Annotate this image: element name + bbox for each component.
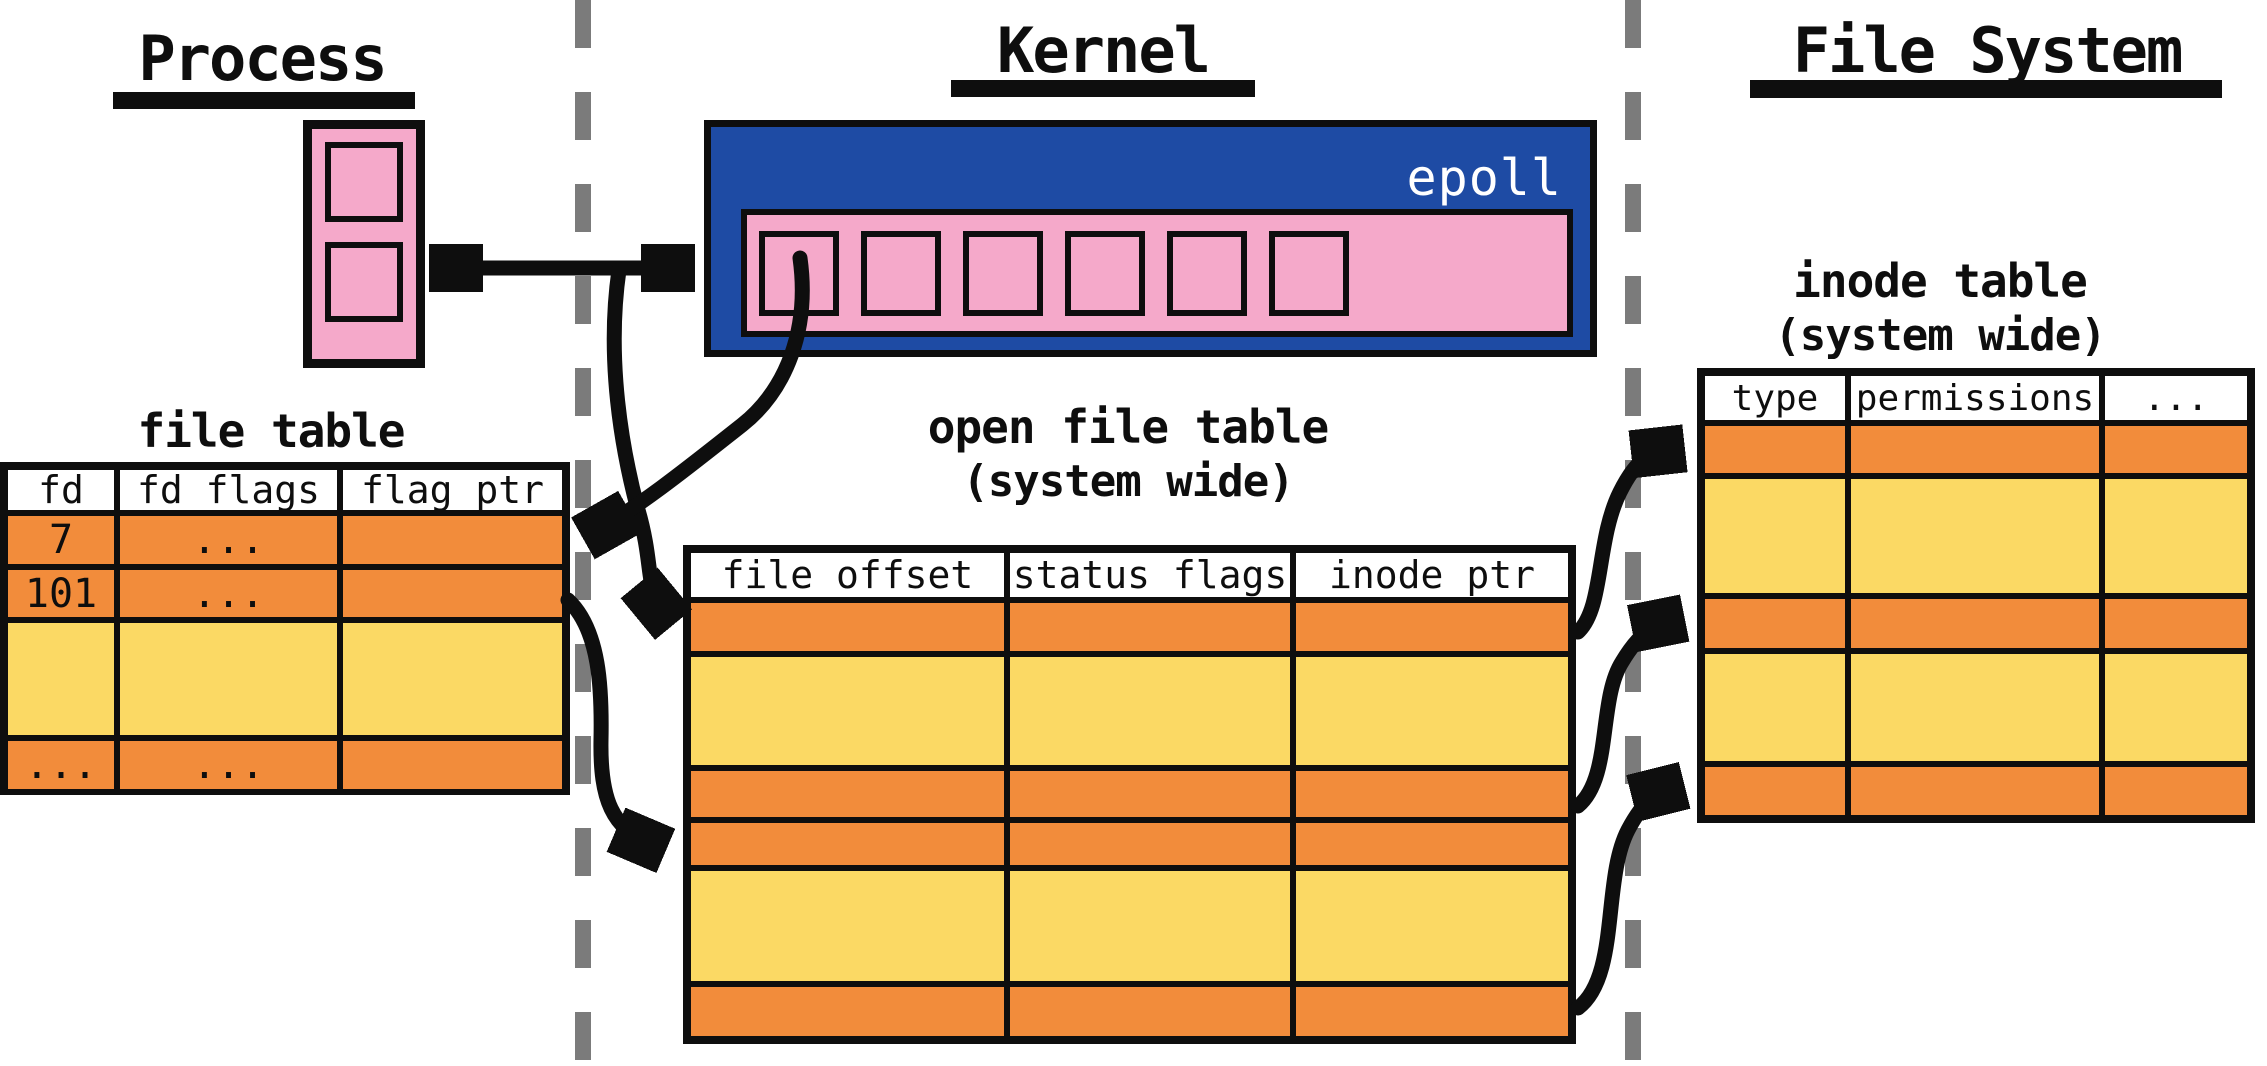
epoll-box: epoll [704, 120, 1597, 357]
arrow-epoll-to-open-file-row1 [606, 262, 664, 613]
table-cell [1010, 603, 1290, 651]
table-cell: ... [120, 516, 337, 564]
file-table-title: file table [137, 404, 406, 458]
table-cell [343, 516, 562, 564]
table-cell [691, 603, 1004, 651]
table-cell [343, 570, 562, 617]
table-cell [2105, 479, 2247, 593]
column-header: fd [8, 470, 114, 510]
table-cell [8, 623, 114, 735]
column-header: flag ptr [343, 470, 562, 510]
table-cell [691, 823, 1004, 865]
epoll-slot [861, 230, 941, 316]
table-cell: ... [8, 741, 114, 789]
table-cell [2105, 599, 2247, 648]
epoll-slot [963, 230, 1043, 316]
column-header: fd flags [120, 470, 337, 510]
table-cell [1851, 654, 2099, 761]
epoll-slot [1167, 230, 1247, 316]
file-table: fd fd flags flag ptr 7 ... 101 ... ... .… [0, 462, 570, 795]
section-title-process: Process [138, 22, 387, 95]
epoll-slot [1065, 230, 1145, 316]
inode-table-subtitle: (system wide) [1774, 310, 2106, 361]
section-title-file-system: File System [1792, 14, 2184, 87]
process-fd-box [303, 120, 425, 368]
arrow-open-file-row4-to-inode-row3 [1570, 621, 1670, 814]
inode-table-title: inode table [1793, 254, 2088, 308]
process-fd-slot [325, 242, 403, 322]
divider-kernel-filesystem [1625, 0, 1641, 1066]
epoll-slot [759, 230, 839, 316]
table-cell [1296, 771, 1568, 817]
table-cell: ... [120, 741, 337, 789]
table-cell [1010, 987, 1290, 1036]
table-cell [1296, 871, 1568, 981]
filesystem-title-underline [1750, 80, 2222, 98]
table-cell [1010, 823, 1290, 865]
table-cell [1705, 654, 1845, 761]
column-header: file offset [691, 553, 1004, 597]
table-cell: 101 [8, 570, 114, 617]
column-header: permissions [1851, 376, 2099, 420]
table-cell [1851, 599, 2099, 648]
epoll-slot [1269, 230, 1349, 316]
divider-process-kernel [575, 0, 591, 1066]
table-cell [1851, 426, 2099, 473]
epoll-interest-list [741, 209, 1573, 337]
table-cell: ... [120, 570, 337, 617]
table-cell [120, 623, 337, 735]
column-header: inode ptr [1296, 553, 1568, 597]
table-cell [1296, 657, 1568, 765]
table-cell [1851, 767, 2099, 815]
table-cell: 7 [8, 516, 114, 564]
open-file-table-title: open file table [927, 400, 1329, 454]
arrow-open-file-row6-to-inode-row5 [1570, 789, 1670, 1016]
table-cell [691, 657, 1004, 765]
inode-table: type permissions ... [1697, 368, 2255, 823]
table-cell [1296, 603, 1568, 651]
column-header: type [1705, 376, 1845, 420]
column-header: ... [2105, 376, 2247, 420]
table-cell [1010, 657, 1290, 765]
process-title-underline [113, 92, 415, 109]
kernel-title-underline [951, 80, 1255, 97]
table-cell [2105, 654, 2247, 761]
table-cell [1851, 479, 2099, 593]
table-cell [1705, 767, 1845, 815]
table-cell [691, 871, 1004, 981]
table-cell [343, 741, 562, 789]
open-file-table-subtitle: (system wide) [962, 456, 1294, 507]
epoll-label: epoll [1406, 149, 1562, 207]
table-cell [2105, 767, 2247, 815]
table-cell [1296, 823, 1568, 865]
section-title-kernel: Kernel [997, 14, 1211, 87]
table-cell [691, 987, 1004, 1036]
column-header: status flags [1010, 553, 1290, 597]
table-cell [2105, 426, 2247, 473]
table-cell [1010, 871, 1290, 981]
open-file-table: file offset status flags inode ptr [683, 545, 1576, 1044]
table-cell [1705, 599, 1845, 648]
table-cell [691, 771, 1004, 817]
arrow-open-file-row1-to-inode-row1 [1570, 450, 1670, 640]
process-fd-slot [325, 142, 403, 222]
table-cell [343, 623, 562, 735]
table-cell [1705, 479, 1845, 593]
table-cell [1010, 771, 1290, 817]
table-cell [1705, 426, 1845, 473]
table-cell [1296, 987, 1568, 1036]
